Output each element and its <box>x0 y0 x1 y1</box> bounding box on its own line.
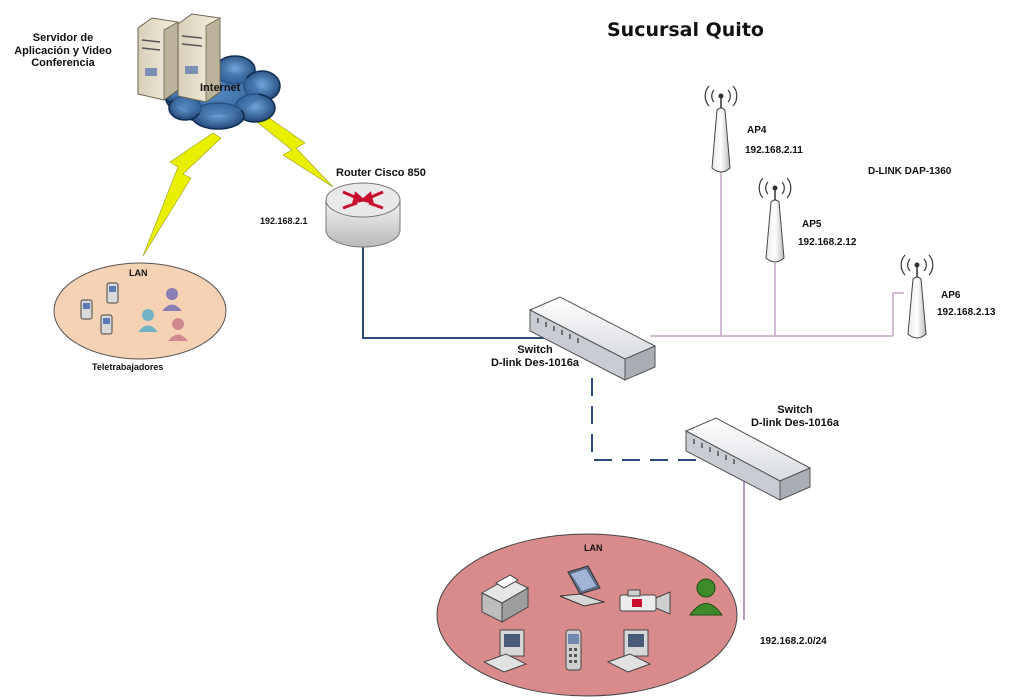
mobile-phone-icon <box>100 314 113 335</box>
switch2-label-line: D-link Des-1016a <box>750 416 840 429</box>
switch-switch-dashed-cable <box>591 378 705 461</box>
user-icon <box>162 288 182 311</box>
switch1-label-line: D-link Des-1016a <box>490 356 580 369</box>
ap6-ip: 192.168.2.13 <box>937 307 996 318</box>
printer-icon <box>480 574 530 623</box>
ap5-name: AP5 <box>802 219 822 230</box>
internet-label: Internet <box>200 82 241 94</box>
ap-backbone-lines <box>650 172 904 337</box>
local-subnet-label: 192.168.2.0/24 <box>760 636 827 647</box>
server-icon <box>137 17 179 101</box>
switch-icon <box>684 417 812 501</box>
router-icon <box>325 182 401 248</box>
user-icon <box>168 318 188 341</box>
router-ip: 192.168.2.1 <box>260 216 308 226</box>
user-icon <box>138 309 158 332</box>
local-lan-label: LAN <box>584 543 603 553</box>
switch-icon <box>528 296 657 381</box>
laptop-icon <box>559 565 606 607</box>
switch2-label: Switch D-link Des-1016a <box>740 404 850 429</box>
server-label-line: Servidor de <box>32 32 94 44</box>
server-label-line: Aplicación y Video <box>14 44 112 57</box>
mobile-phone-icon <box>106 282 119 304</box>
wireless-link-icon <box>251 112 334 188</box>
router-label: Router Cisco 850 <box>336 167 426 179</box>
local-lan-area <box>436 533 738 697</box>
switch1-label: Switch D-link Des-1016a <box>480 344 590 369</box>
server-label: Servidor de Aplicación y Video Conferenc… <box>8 32 118 70</box>
diagram-title: Sucursal Quito <box>607 19 764 41</box>
switch2-label-line: Switch <box>777 404 813 416</box>
ap5-ip: 192.168.2.12 <box>798 237 857 248</box>
server-label-line: Conferencia <box>31 57 95 70</box>
desktop-computer-icon <box>606 629 652 673</box>
user-icon <box>689 578 723 616</box>
router-switch-cable <box>362 247 580 339</box>
mobile-phone-icon <box>80 299 93 320</box>
access-point-icon <box>704 85 738 173</box>
switch1-label-line: Switch <box>517 344 553 356</box>
remote-lan-label: LAN <box>129 268 148 278</box>
ap6-name: AP6 <box>941 290 961 301</box>
wireless-link-icon <box>142 132 222 257</box>
remote-lan-area <box>53 262 227 360</box>
ap4-ip: 192.168.2.11 <box>745 145 803 156</box>
mobile-phone-icon <box>565 629 582 671</box>
access-point-icon <box>900 254 934 339</box>
video-camera-icon <box>619 589 671 615</box>
server-icon <box>177 13 221 103</box>
ap-model-label: D-LINK DAP-1360 <box>868 166 952 177</box>
access-point-icon <box>758 177 792 263</box>
teleworkers-caption: Teletrabajadores <box>92 362 164 372</box>
ap4-name: AP4 <box>747 125 767 136</box>
desktop-computer-icon <box>482 629 528 673</box>
